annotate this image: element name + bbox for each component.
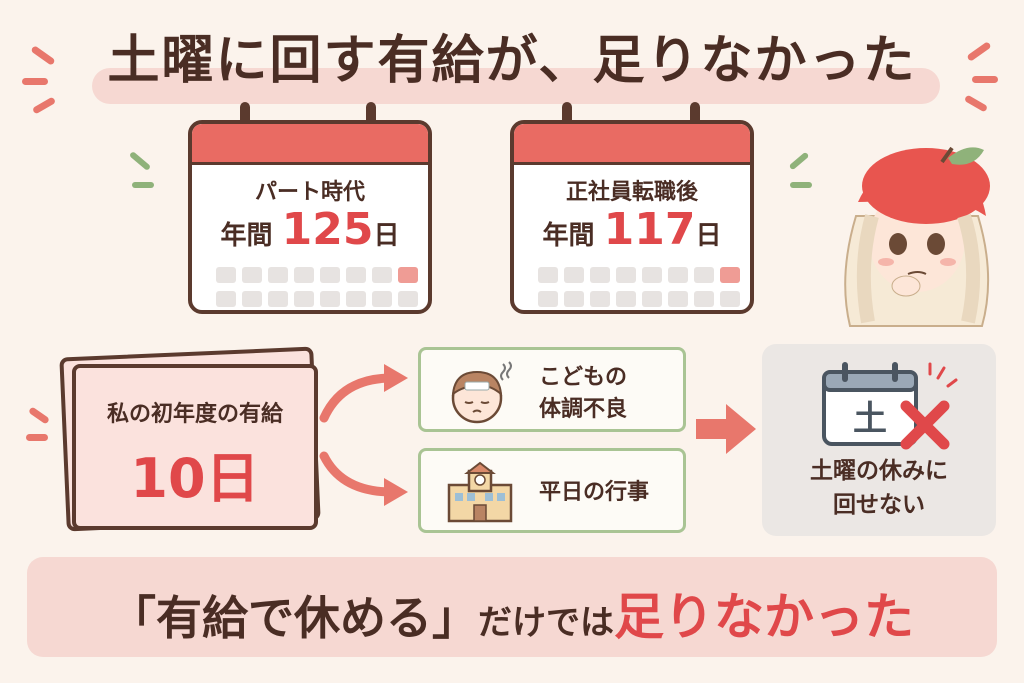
decor-dash (26, 434, 48, 441)
decor-dash (790, 182, 812, 188)
calendar-full-time: 正社員転職後 年間 117日 (510, 120, 754, 314)
decor-dash (128, 150, 152, 172)
title-highlight (92, 68, 940, 104)
reason-school-event: 平日の行事 (418, 448, 686, 533)
leave-card-label: 私の初年度の有給 (106, 402, 283, 427)
saturday-calendar-crossed-icon: 土 (822, 362, 958, 450)
girl-with-apple-hat-illustration (844, 146, 990, 327)
leave-card-value: 10日 (130, 447, 260, 510)
calendar-grid (538, 267, 740, 307)
reason-child-sick: こどもの 体調不良 (418, 347, 686, 432)
split-arrows-icon (319, 364, 408, 506)
conclusion-text: 「有給で休める」だけでは足りなかった (110, 588, 914, 646)
sick-child-icon (451, 361, 512, 424)
reason-text: 平日の行事 (539, 480, 650, 505)
school-building-icon (447, 461, 513, 523)
leave-card: 私の初年度の有給 10日 (72, 364, 318, 530)
calendar-grid (216, 267, 418, 307)
decor-dash (132, 182, 154, 188)
conclusion-banner: 「有給で休める」だけでは足りなかった (27, 557, 997, 657)
calendar-label: 正社員転職後 (565, 180, 698, 205)
decor-dash (27, 406, 51, 425)
decor-dash (22, 78, 48, 85)
page-title: 土曜に回す有給が、足りなかった (107, 31, 917, 91)
calendar-character: 土 (853, 399, 887, 439)
result-box: 土 土曜の休みに 回せない (762, 344, 996, 536)
decor-dash (788, 151, 810, 171)
decor-dash (972, 76, 998, 83)
calendar-part-time: パート時代 年間 125日 (188, 120, 432, 314)
right-arrow-icon (696, 404, 756, 454)
decor-dash (31, 96, 57, 115)
calendar-count: 年間 125日 (220, 204, 400, 255)
reason-text: こどもの 体調不良 (539, 365, 628, 422)
decor-dash (963, 94, 989, 113)
result-text: 土曜の休みに 回せない (810, 458, 948, 518)
calendar-label: パート時代 (254, 180, 365, 205)
calendar-count: 年間 117日 (542, 204, 722, 255)
